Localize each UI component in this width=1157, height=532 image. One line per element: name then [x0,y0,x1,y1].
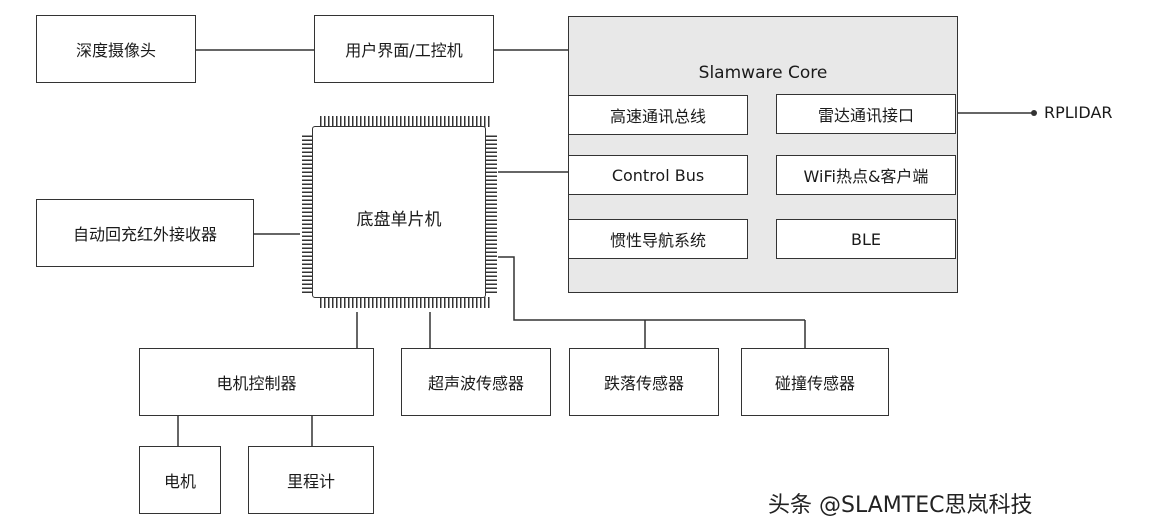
radar-interface-label: 雷达通讯接口 [817,106,914,125]
bump-sensor-label: 碰撞传感器 [774,374,855,393]
bump-sensor-box: 碰撞传感器 [741,348,889,416]
odometer-box: 里程计 [248,446,374,514]
depth-camera-box: 深度摄像头 [36,15,196,83]
odometer-label: 里程计 [286,472,335,491]
high-speed-bus-label: 高速通讯总线 [609,107,706,126]
high-speed-bus-box: 高速通讯总线 [568,95,748,135]
mcu-chip: 底盘单片机 [312,126,486,298]
rplidar-label: RPLIDAR [1044,103,1113,122]
cliff-sensor-box: 跌落传感器 [569,348,719,416]
ui-ipc-box: 用户界面/工控机 [314,15,494,83]
watermark: 头条 @SLAMTEC思岚科技 [768,493,1033,518]
control-bus-label: Control Bus [611,165,705,185]
control-bus-box: Control Bus [568,155,748,195]
depth-camera-label: 深度摄像头 [75,41,156,60]
line-mcu-sensors [498,256,805,321]
motor-controller-box: 电机控制器 [139,348,374,416]
ir-receiver-label: 自动回充红外接收器 [72,225,217,244]
ultrasonic-sensor-label: 超声波传感器 [427,374,524,393]
ble-box: BLE [776,219,956,259]
ultrasonic-sensor-box: 超声波传感器 [401,348,551,416]
chip-pins-bottom [320,297,490,308]
rplidar-dot [1031,110,1037,116]
ble-label: BLE [851,229,881,249]
imu-nav-label: 惯性导航系统 [609,231,706,250]
radar-interface-box: 雷达通讯接口 [776,94,956,134]
motor-controller-label: 电机控制器 [216,374,297,393]
wifi-box: WiFi热点&客户端 [776,155,956,195]
ir-receiver-box: 自动回充红外接收器 [36,199,254,267]
ui-ipc-label: 用户界面/工控机 [345,41,463,60]
motor-box: 电机 [139,446,221,514]
wifi-label: WiFi热点&客户端 [803,167,929,186]
chip-pins-top [320,116,490,127]
chip-pins-right [486,133,497,293]
chip-pins-left [302,133,313,293]
slamware-core-title: Slamware Core [698,63,828,83]
mcu-label: 底盘单片机 [356,210,442,230]
imu-nav-box: 惯性导航系统 [568,219,748,259]
motor-label: 电机 [163,472,196,491]
cliff-sensor-label: 跌落传感器 [603,374,684,393]
